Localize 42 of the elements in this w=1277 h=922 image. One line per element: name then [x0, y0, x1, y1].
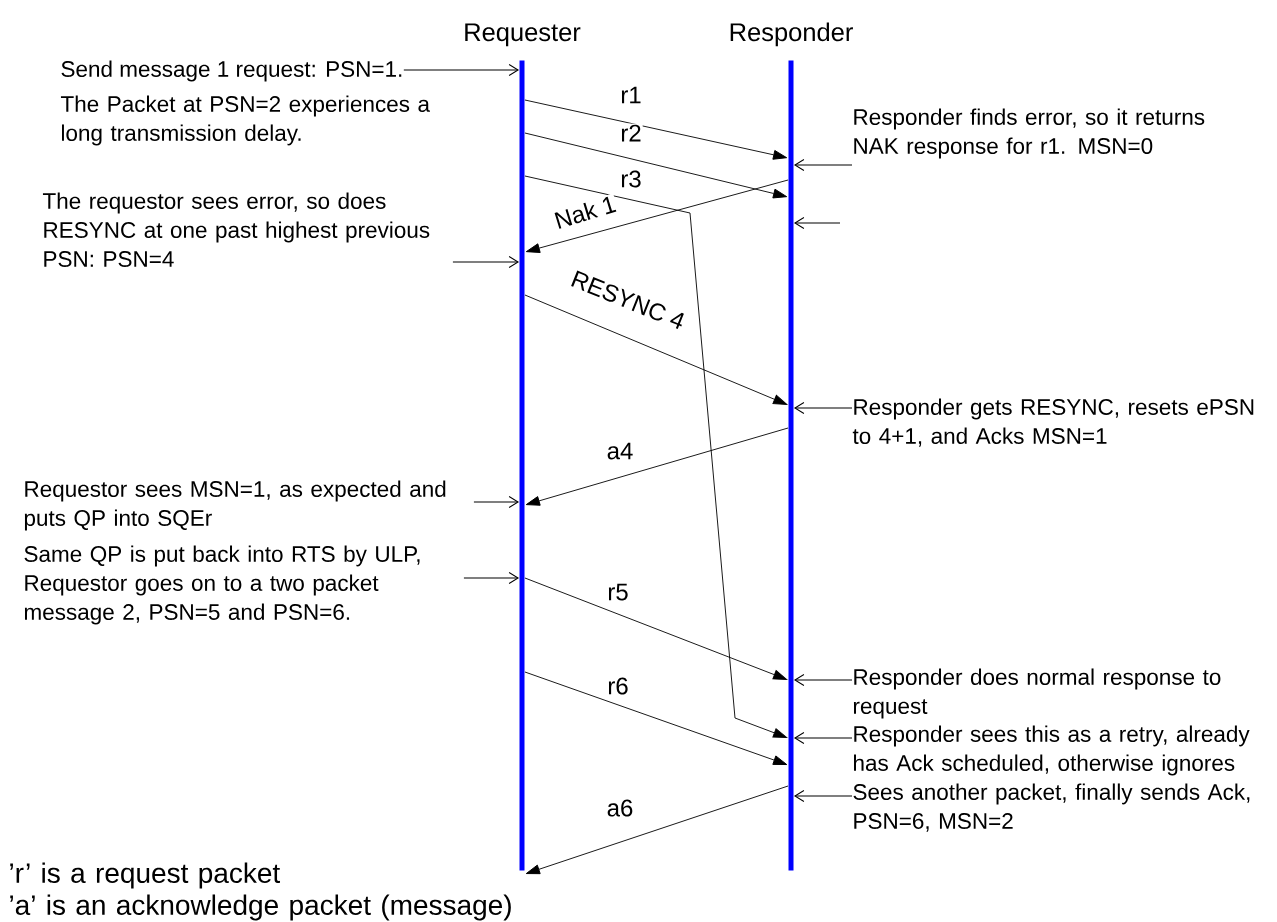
- note-text: Same QP is put back into RTS by ULP, Requestor goes on to a two packet message 2, PSN=5 and PSN=6.: [24, 545, 420, 625]
- edge-label: r1: [619, 85, 643, 105]
- note-text: Responder gets RESYNC, resets ePSN to 4+1, and Acks MSN=1: [852, 398, 1254, 447]
- edge-label: Nak 1: [551, 193, 619, 231]
- message-arrow: [524, 294, 788, 405]
- edge-label: r2: [619, 123, 643, 143]
- annotation-arrow: [794, 674, 853, 686]
- note-text: Responder finds error, so it returns NAK response for r1. MSN=0: [854, 108, 1205, 159]
- note-text: Sees another packet, finally sends Ack, PSN=6, MSN=2: [853, 783, 1250, 832]
- note-text: Send message 1 request: PSN=1.: [61, 60, 402, 82]
- note-text: The requestor sees error, so does RESYNC at one past highest previous PSN: PSN=4: [42, 192, 430, 267]
- message-arrow: [524, 175, 788, 738]
- annotation-arrow: [403, 64, 519, 76]
- message-arrow: [525, 785, 789, 875]
- message-arrow: [524, 99, 788, 160]
- node-label: Responder: [730, 22, 853, 47]
- note-text: ’a’ is an acknowledge packet (message): [10, 894, 511, 921]
- note-text: Responder does normal response to request: [853, 668, 1221, 719]
- lifeline: Responder: [730, 22, 853, 871]
- message-arrow: [525, 179, 789, 253]
- message-arrow: [525, 427, 789, 506]
- note-text: Requestor sees MSN=1, as expected and puts QP into SQEr: [24, 480, 446, 531]
- note-text: The Packet at PSN=2 experiences a long transmission delay.: [60, 95, 430, 146]
- note-text: Responder sees this as a retry, already has Ack scheduled, otherwise ignores: [854, 725, 1250, 776]
- annotation-arrow: [794, 790, 853, 802]
- node-label: Requester: [465, 23, 581, 47]
- message-arrow: [524, 132, 788, 199]
- edge-label: a4: [605, 441, 635, 461]
- edge-label: a6: [605, 798, 635, 818]
- annotation-arrow: [794, 159, 853, 171]
- annotation-arrow: [452, 256, 519, 268]
- annotation-arrow: [794, 402, 853, 414]
- annotation-arrow: [473, 496, 519, 508]
- annotation-arrow: [794, 217, 841, 229]
- message-arrow: [524, 671, 788, 765]
- edge-label: r5: [606, 582, 630, 602]
- note-text: ’r’ is a request packet: [10, 862, 280, 889]
- annotation-arrow: [463, 572, 519, 584]
- edge-label: r3: [619, 169, 643, 189]
- message-arrow: [524, 577, 788, 680]
- edge-label: r6: [606, 676, 630, 696]
- annotation-arrow: [794, 732, 853, 744]
